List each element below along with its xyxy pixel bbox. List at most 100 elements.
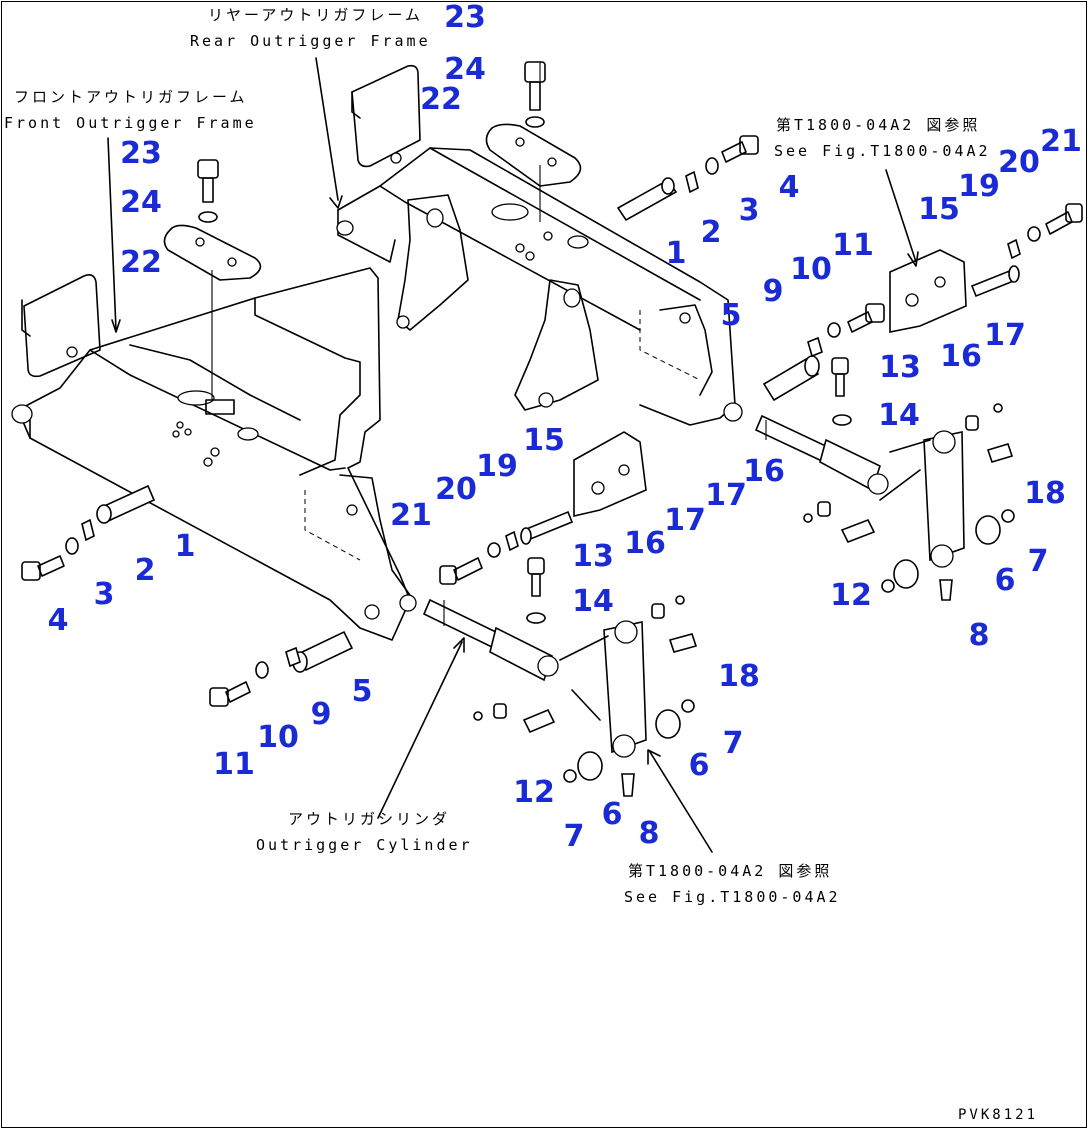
- bushing-6-front-a: [655, 709, 681, 739]
- bolt-21-front: [439, 557, 483, 585]
- callout-number: 8: [638, 816, 660, 851]
- bolt-13-rear: [831, 357, 849, 397]
- washer-3-rear: [705, 157, 719, 175]
- washer-10-rear: [827, 322, 841, 338]
- callout-number: 6: [601, 797, 623, 832]
- plug-17-front-b: [473, 711, 483, 721]
- callout-number: 10: [257, 720, 299, 755]
- callout-number: 12: [513, 775, 555, 810]
- seal-7-rear-b: [881, 579, 895, 593]
- washer-20-front: [487, 542, 501, 558]
- front-outrigger-frame: [11, 267, 417, 641]
- plug-17-front-a: [675, 595, 685, 605]
- callout-number: 23: [444, 0, 486, 35]
- callout-number: 19: [476, 449, 518, 484]
- retainer-2-front: [81, 518, 95, 542]
- see-fig-bottom-jp-label: 第T1800-04A2 図参照: [628, 862, 833, 880]
- drawing-id: PVK8121: [958, 1107, 1039, 1123]
- bolt-11-front: [209, 681, 251, 707]
- pin-15-front: [520, 510, 574, 545]
- callout-number: 22: [120, 245, 162, 280]
- bushing-16-front-a: [651, 603, 665, 619]
- bushing-16-rear-b: [817, 501, 831, 517]
- plate-22-rear: [485, 123, 582, 187]
- callout-number: 21: [1040, 124, 1082, 159]
- washer-10-front: [255, 661, 269, 679]
- callout-number: 23: [120, 136, 162, 171]
- pin-5-front: [292, 630, 354, 673]
- callout-number: 2: [134, 553, 156, 588]
- callout-number: 20: [435, 472, 477, 507]
- pin-1-front: [96, 484, 156, 524]
- callout-number: 3: [738, 193, 760, 228]
- seal-7-front-a: [681, 699, 695, 713]
- callout-number: 16: [940, 339, 982, 374]
- callout-number: 16: [743, 454, 785, 489]
- callout-number: 13: [879, 350, 921, 385]
- bushing-6-rear-a: [975, 515, 1001, 545]
- callout-number: 5: [351, 674, 373, 709]
- bolt-23-rear: [524, 61, 546, 128]
- see-fig-top-jp-label: 第T1800-04A2 図参照: [776, 116, 981, 134]
- plug-17-rear-a: [993, 403, 1003, 413]
- callout-number: 14: [572, 584, 614, 619]
- pin-15-rear: [970, 265, 1020, 298]
- bushing-6-rear-b: [893, 559, 919, 589]
- grease-8-front: [621, 773, 635, 797]
- callout-number: 21: [390, 498, 432, 533]
- link-arm-front: [559, 620, 647, 758]
- callout-number: 14: [878, 398, 920, 433]
- callout-number: 22: [420, 82, 462, 117]
- callout-number: 6: [688, 748, 710, 783]
- callout-number: 24: [444, 52, 486, 87]
- callout-number: 16: [624, 526, 666, 561]
- retainer-2-rear: [685, 170, 699, 194]
- bushing-16-front-b: [493, 703, 507, 719]
- washer-3-front: [65, 537, 79, 555]
- washer-14-front: [526, 612, 546, 624]
- callout-number: 10: [790, 252, 832, 287]
- pin-12-rear: [840, 518, 876, 544]
- fitting-18-front: [668, 633, 698, 653]
- front-frame-en-label: Front Outrigger Frame: [4, 114, 257, 132]
- callout-number: 18: [1024, 476, 1066, 511]
- washer-20-rear: [1027, 226, 1041, 242]
- callout-number: 4: [778, 170, 800, 205]
- see-fig-bottom-en-label: See Fig.T1800-04A2: [624, 888, 841, 906]
- callout-number: 13: [572, 539, 614, 574]
- callout-number: 12: [830, 578, 872, 613]
- bolt-11-rear: [847, 303, 885, 333]
- rear-frame-jp-label: リヤーアウトリガフレーム: [208, 6, 423, 24]
- retainer-19-front: [505, 530, 519, 552]
- callout-number: 11: [832, 228, 874, 263]
- callout-number: 3: [93, 577, 115, 612]
- pin-12-front: [522, 708, 556, 734]
- callout-number: 1: [665, 236, 687, 271]
- seal-7-front-b: [563, 769, 577, 783]
- callout-number: 24: [120, 185, 162, 220]
- bushing-6-front-b: [577, 751, 603, 781]
- bracket-15-front: [573, 431, 647, 518]
- bolt-21-rear: [1045, 203, 1083, 235]
- outrigger-cylinder-front: [422, 598, 559, 682]
- rear-outrigger-frame: [336, 64, 743, 426]
- leader-lines: [107, 57, 919, 853]
- link-arm-rear: [879, 430, 965, 568]
- retainer-9-front: [285, 646, 301, 668]
- callout-number: 7: [722, 726, 744, 761]
- outrigger-cylinder-rear: [754, 414, 889, 495]
- callout-number: 19: [958, 169, 1000, 204]
- rear-frame-en-label: Rear Outrigger Frame: [190, 32, 431, 50]
- callout-number: 6: [994, 563, 1016, 598]
- callout-number: 7: [563, 819, 585, 854]
- callout-number: 20: [998, 145, 1040, 180]
- callout-number: 17: [705, 478, 747, 513]
- seal-7-rear-a: [1001, 509, 1015, 523]
- retainer-9-rear: [807, 336, 823, 358]
- callout-number: 11: [213, 747, 255, 782]
- see-fig-top-en-label: See Fig.T1800-04A2: [774, 142, 991, 160]
- bolt-4-front: [21, 555, 65, 581]
- pin-1-rear: [616, 177, 678, 222]
- callout-number: 17: [984, 318, 1026, 353]
